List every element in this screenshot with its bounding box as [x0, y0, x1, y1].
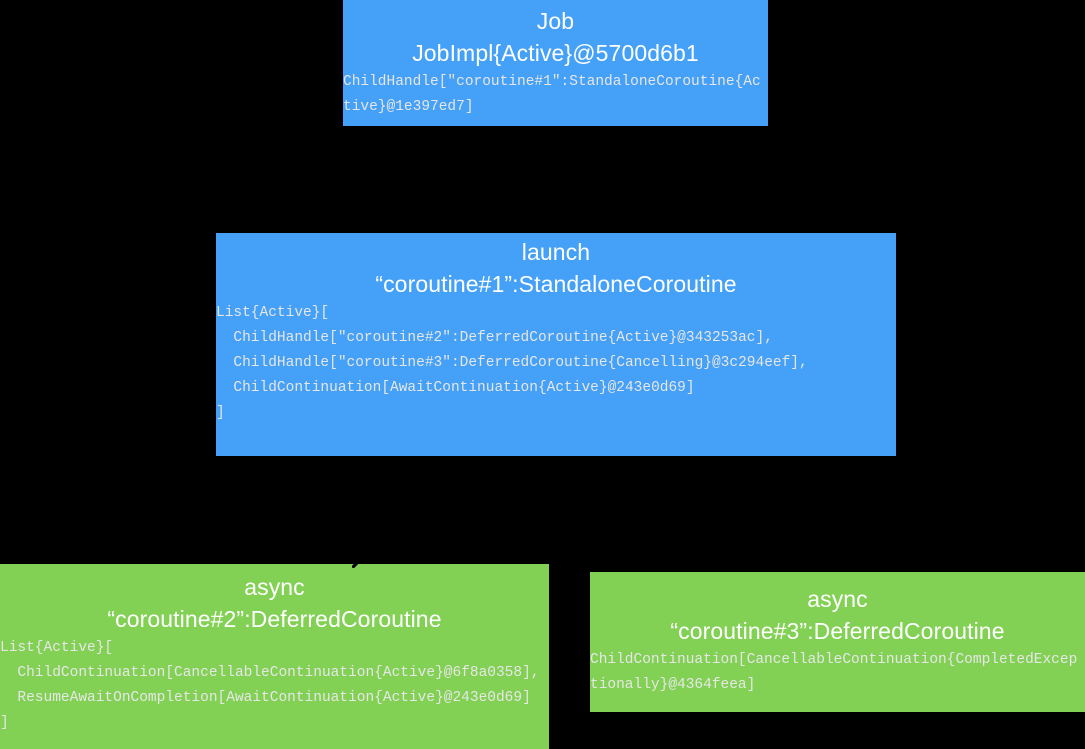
- node-coroutine2-body: List{Active}[ ChildContinuation[Cancella…: [0, 640, 540, 731]
- node-launch-subtitle: “coroutine#1”:StandaloneCoroutine: [375, 271, 737, 297]
- node-coroutine2-title: async: [244, 574, 305, 600]
- node-job-body: ChildHandle["coroutine#1":StandaloneCoro…: [343, 74, 761, 115]
- node-launch[interactable]: launch “coroutine#1”:StandaloneCoroutine…: [216, 233, 896, 456]
- node-coroutine3-title: async: [807, 586, 868, 612]
- node-job[interactable]: Job JobImpl{Active}@5700d6b1 ChildHandle…: [343, 0, 768, 126]
- node-launch-header: launch “coroutine#1”:StandaloneCoroutine: [216, 233, 896, 301]
- node-coroutine3-header: async “coroutine#3”:DeferredCoroutine: [590, 572, 1085, 648]
- node-job-subtitle: JobImpl{Active}@5700d6b1: [412, 40, 699, 66]
- node-job-title: Job: [536, 8, 575, 34]
- node-coroutine2[interactable]: async “coroutine#2”:DeferredCoroutine Li…: [0, 564, 549, 749]
- node-job-header: Job JobImpl{Active}@5700d6b1: [343, 0, 768, 70]
- node-coroutine3-body: ChildContinuation[CancellableContinuatio…: [590, 652, 1078, 693]
- node-launch-body: List{Active}[ ChildHandle["coroutine#2":…: [216, 305, 808, 421]
- node-coroutine2-subtitle: “coroutine#2”:DeferredCoroutine: [107, 606, 442, 632]
- node-launch-title: launch: [521, 239, 591, 265]
- node-coroutine2-header: async “coroutine#2”:DeferredCoroutine: [0, 564, 549, 636]
- node-coroutine3-subtitle: “coroutine#3”:DeferredCoroutine: [670, 618, 1005, 644]
- node-coroutine3[interactable]: async “coroutine#3”:DeferredCoroutine Ch…: [590, 572, 1085, 712]
